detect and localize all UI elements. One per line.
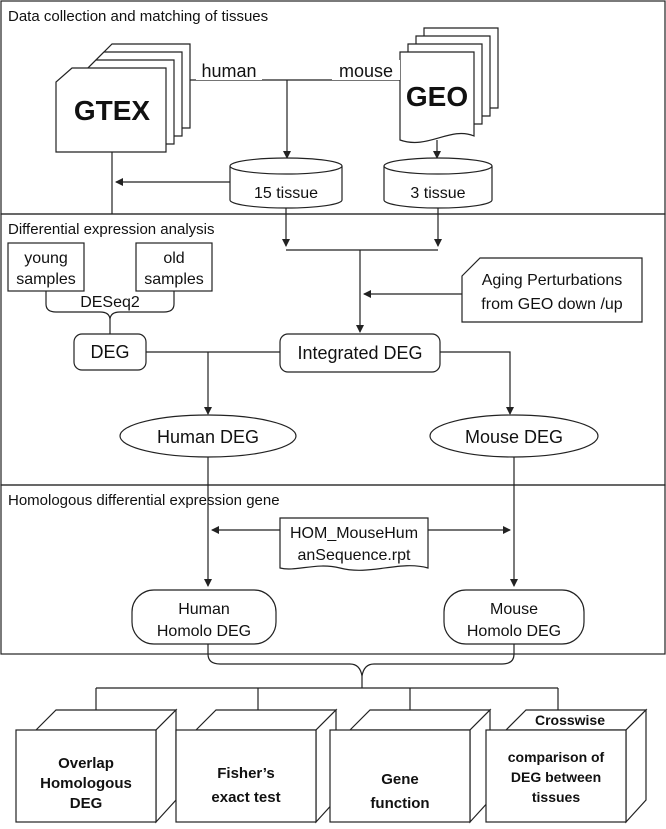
crosswise-cube: Crosswise comparison of DEG between tiss… — [485, 708, 648, 824]
section-title-homologous: Homologous differential expression gene — [8, 492, 280, 509]
crosswise-title: Crosswise — [535, 712, 605, 728]
deseq2-label: DESeq2 — [80, 294, 140, 311]
fisher-label-2: exact test — [211, 789, 280, 806]
fisher-label-1: Fisher’s — [217, 765, 275, 782]
integrated-deg-box — [279, 333, 441, 373]
human-homolo-label-2: Homolo DEG — [157, 623, 251, 640]
mouse-homolo-label-2: Homolo DEG — [467, 623, 561, 640]
old-samples-label-2: samples — [144, 271, 204, 288]
young-samples-label-2: samples — [16, 271, 76, 288]
overlap-label-3: DEG — [70, 795, 103, 812]
fisher-cube: Fisher’s exact test — [175, 708, 338, 824]
crosswise-label-3: tissues — [532, 789, 580, 805]
mouse-homolo-label-1: Mouse — [490, 601, 538, 618]
human-deg-label: Human DEG — [157, 427, 259, 447]
geo-document-front — [399, 51, 475, 144]
human-homolo-deg-box — [131, 589, 277, 645]
overlap-label-1: Overlap — [58, 755, 114, 772]
overlap-label-2: Homologous — [40, 775, 132, 792]
arrow-to-mouse-deg — [440, 351, 514, 415]
hom-file-document — [279, 517, 429, 571]
gtex-document-stack: GTEX — [55, 43, 191, 153]
young-samples-box — [7, 242, 85, 292]
young-samples-label-1: young — [24, 250, 68, 267]
human-homolo-label-1: Human — [178, 601, 230, 618]
mouse-deg-label: Mouse DEG — [465, 427, 563, 447]
aging-label-1: Aging Perturbations — [482, 272, 623, 289]
geo-label: GEO — [406, 81, 468, 112]
tissue-15-label: 15 tissue — [254, 185, 318, 202]
crosswise-label-1: comparison of — [508, 749, 605, 765]
gene-function-cube: Gene function — [329, 708, 492, 824]
old-samples-label-1: old — [163, 250, 184, 267]
tissue-3-label: 3 tissue — [410, 185, 465, 202]
aging-perturbations-card — [461, 257, 643, 323]
section-title-data-collection: Data collection and matching of tissues — [8, 8, 268, 25]
section-title-differential: Differential expression analysis — [8, 221, 215, 238]
geo-document-stack: GEO — [399, 27, 499, 144]
crosswise-label-2: DEG between — [511, 769, 601, 785]
gtex-document-front — [55, 67, 167, 153]
gene-function-label-2: function — [370, 795, 429, 812]
homolo-combine-brace — [207, 644, 515, 677]
tissue-3-database: 3 tissue — [383, 157, 493, 209]
deg-label: DEG — [90, 342, 129, 362]
gtex-label: GTEX — [74, 95, 151, 126]
integrated-deg-label: Integrated DEG — [297, 343, 422, 363]
human-label: human — [201, 61, 256, 81]
gene-function-label-1: Gene — [381, 771, 419, 788]
tissue-15-database: 15 tissue — [229, 157, 343, 209]
hom-file-label-2: anSequence.rpt — [298, 547, 412, 564]
overlap-cube: Overlap Homologous DEG — [15, 708, 178, 824]
aging-label-2: from GEO down /up — [481, 296, 622, 313]
hom-file-label-1: HOM_MouseHum — [290, 525, 418, 542]
section-frame-homologous — [0, 484, 666, 655]
mouse-label: mouse — [339, 61, 393, 81]
